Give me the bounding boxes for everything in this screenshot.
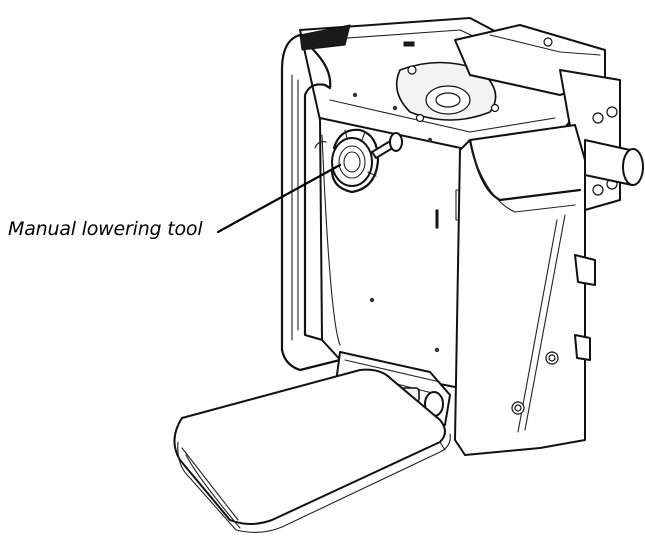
foot-plate: [173, 368, 451, 533]
handwheel-tool: [314, 128, 403, 194]
right-side-housing: [454, 124, 596, 456]
upper-right-bracket: [454, 24, 644, 211]
callout-label-manual-lowering-tool: Manual lowering tool: [8, 218, 203, 240]
callout-leader-line: [216, 163, 342, 234]
